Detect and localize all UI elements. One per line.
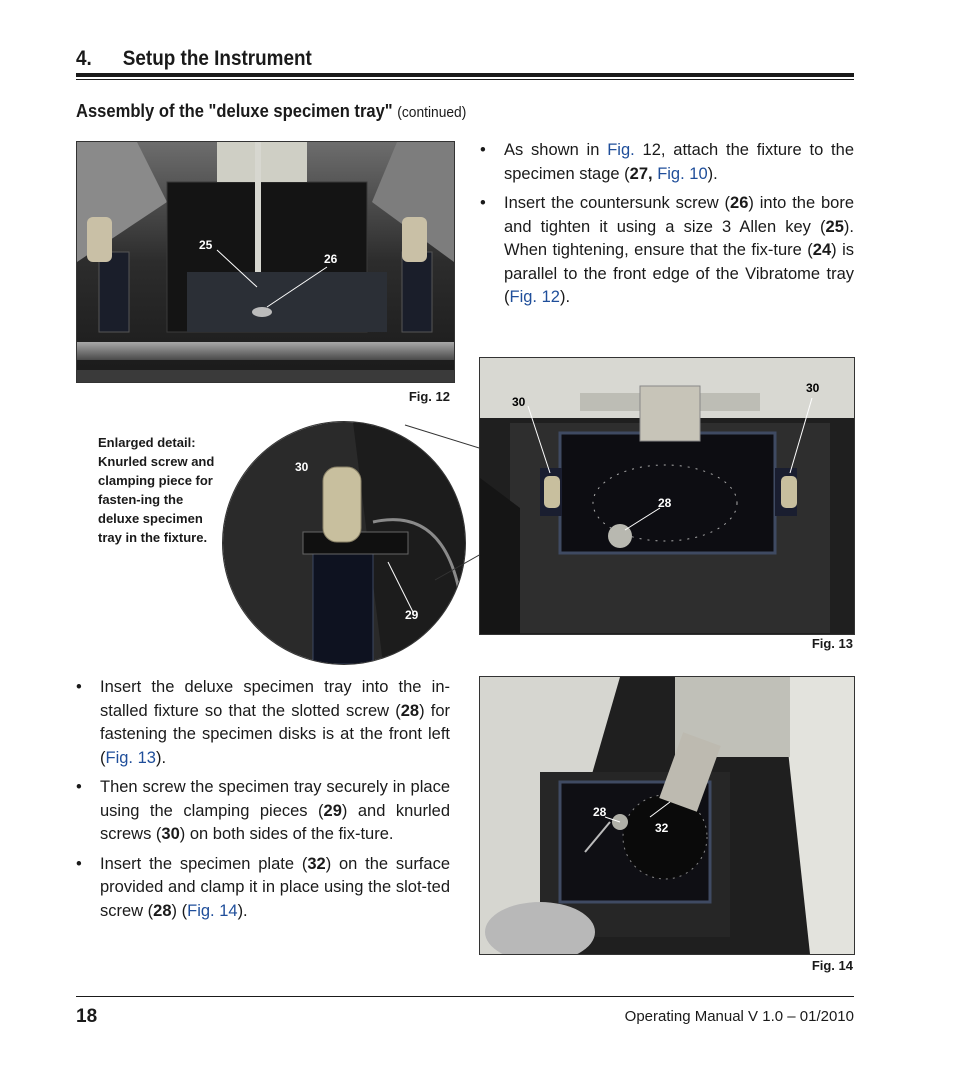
bullet-text: ) on both sides of the fix-ture.: [179, 825, 394, 843]
bullet-text: Insert the countersunk screw (: [504, 194, 731, 212]
item-number: 30: [161, 825, 180, 843]
bullet-text: ) for fastening the specimen disks is at…: [100, 701, 450, 767]
bullet-text: Insert the specimen plate (: [100, 854, 308, 873]
bullet-item: As shown in Fig. 12, attach the fixture …: [478, 139, 854, 186]
bullet-text: As shown in: [504, 141, 608, 159]
item-number: 32: [307, 854, 326, 873]
bullet-item: Insert the deluxe specimen tray into the…: [74, 676, 450, 770]
bullet-text: ).: [155, 748, 167, 767]
fig12-label-25: 25: [199, 238, 213, 252]
fig12-label-26: 26: [324, 252, 338, 266]
bullet-text: Then screw the specimen tray securely in…: [100, 778, 450, 820]
item-number: 25: [825, 217, 844, 236]
footer-rule: [76, 996, 854, 997]
bullet-item: Insert the countersunk screw (26) into t…: [478, 192, 854, 310]
item-number: 27,: [629, 164, 653, 183]
bullet-text: ) is parallel to the front edge of the V…: [504, 241, 854, 306]
figure-reference-link[interactable]: Fig. 14: [187, 901, 238, 920]
bullet-text: ) (: [171, 901, 188, 920]
fig14-caption: Fig. 14: [811, 958, 853, 973]
item-number: 24: [812, 241, 832, 259]
section-title: 4. Setup the Instrument: [76, 47, 312, 71]
figure-13-photo: 30 30 28: [479, 357, 855, 635]
bullet-text: Insert the deluxe specimen tray into the…: [100, 678, 450, 720]
figure-14-photo: 28 32: [479, 676, 855, 955]
header-rule-thin: [76, 79, 854, 80]
page-number: 18: [76, 1006, 98, 1027]
subheading-main: Assembly of the "deluxe specimen tray": [76, 101, 393, 121]
fig14-label-28: 28: [593, 805, 607, 819]
subheading-continued: (continued): [397, 104, 467, 121]
fig13-label-30-right: 30: [806, 381, 820, 395]
item-number: 28: [400, 701, 420, 720]
figure-12-photo: 25 26: [76, 141, 455, 383]
manual-version: Operating Manual V 1.0 – 01/2010: [624, 1008, 854, 1025]
bullet-text: ).: [559, 288, 571, 306]
section-number: 4.: [76, 47, 92, 70]
figure-reference-link[interactable]: Fig. 12: [509, 288, 560, 306]
figure-reference-link[interactable]: Fig. 10: [657, 164, 708, 183]
bullet-item: Insert the specimen plate (32) on the su…: [74, 853, 450, 924]
section-title-text: Setup the Instrument: [122, 47, 312, 70]
detail-caption: Enlarged detail: Knurled screw and clamp…: [98, 435, 215, 545]
fig13-caption: Fig. 13: [811, 636, 853, 651]
bullet-text: ) and knurled screws (: [100, 801, 450, 844]
header-rule: [76, 73, 854, 77]
bullet-text: ) into the bore and tighten it using a s…: [504, 194, 854, 236]
item-number: 26: [730, 194, 749, 212]
bullet-text: ).: [237, 901, 248, 920]
detail-photo: 30 29: [222, 421, 466, 665]
item-number: 29: [323, 801, 342, 820]
bullet-text: 12, attach the fixture to the specimen s…: [504, 141, 854, 183]
bullet-item: Then screw the specimen tray securely in…: [74, 776, 450, 847]
subheading: Assembly of the "deluxe specimen tray" (…: [76, 101, 466, 122]
fig14-label-32: 32: [655, 821, 669, 835]
detail-label-30: 30: [295, 460, 309, 474]
figure-reference-link[interactable]: Fig. 13: [105, 748, 156, 767]
bullet-text: ). When tightening, ensure that the fix-…: [504, 217, 854, 260]
detail-label-29: 29: [405, 608, 419, 622]
item-number: 28: [153, 901, 172, 920]
bullet-text: ) on the surface provided and clamp it i…: [100, 854, 450, 920]
fig13-label-30-left: 30: [512, 395, 526, 409]
fig13-label-28: 28: [658, 496, 672, 510]
bullets-top: As shown in Fig. 12, attach the fixture …: [478, 139, 854, 316]
bullets-bottom: Insert the deluxe specimen tray into the…: [74, 676, 450, 929]
figure-reference-link[interactable]: Fig.: [607, 141, 635, 159]
bullet-text: ).: [707, 164, 718, 183]
fig12-caption: Fig. 12: [408, 389, 450, 404]
